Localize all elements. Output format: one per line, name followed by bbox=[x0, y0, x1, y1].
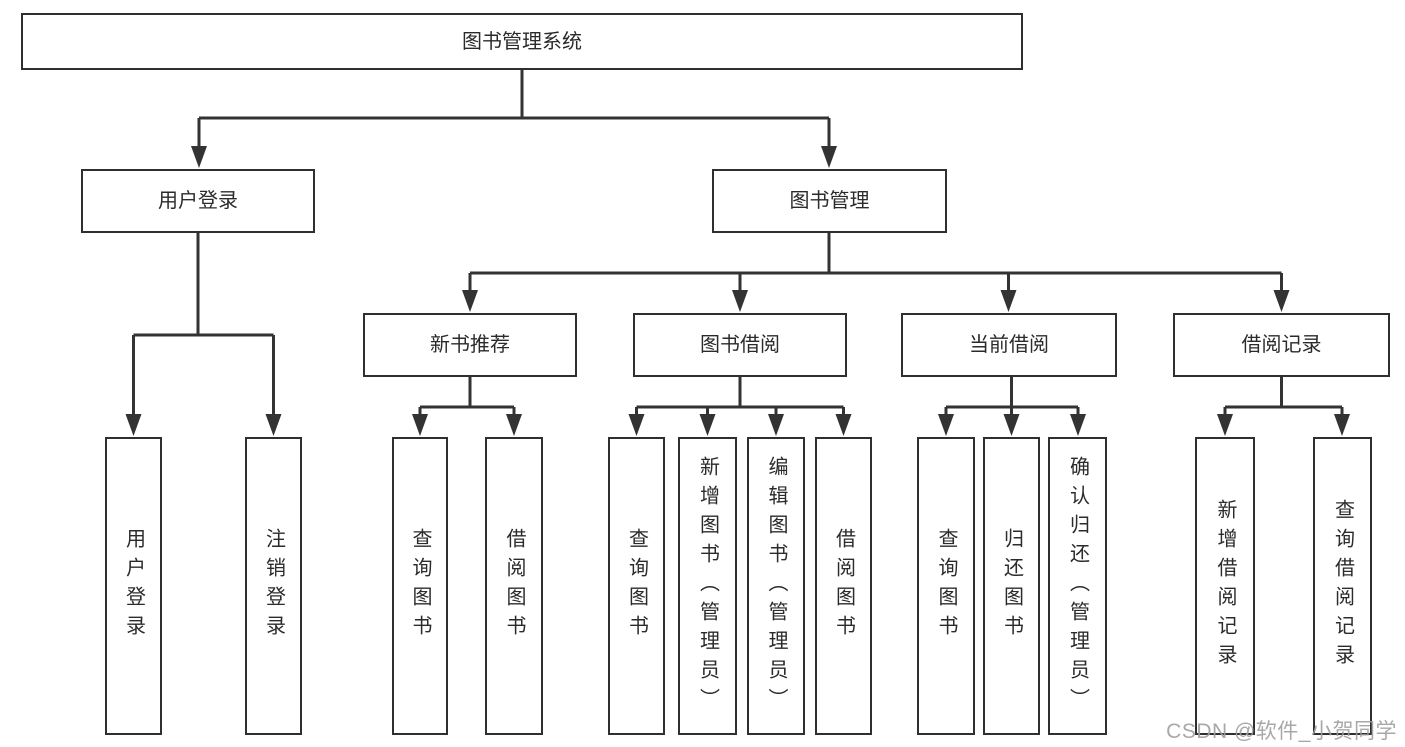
leaf-add-borrow-record: 新增借阅记录 bbox=[1195, 437, 1255, 735]
leaf-user-login: 用户登录 bbox=[105, 437, 162, 735]
leaf-borrow-books-recommend: 借阅图书 bbox=[485, 437, 543, 735]
leaf-query-books-current: 查询图书 bbox=[917, 437, 975, 735]
leaf-confirm-return-admin: 确认归还（管理员） bbox=[1048, 437, 1107, 735]
leaf-query-books-borrowing: 查询图书 bbox=[608, 437, 665, 735]
node-current-borrowing: 当前借阅 bbox=[901, 313, 1117, 377]
leaf-query-borrow-record: 查询借阅记录 bbox=[1313, 437, 1372, 735]
node-new-book-recommendation: 新书推荐 bbox=[363, 313, 577, 377]
node-library-management-system: 图书管理系统 bbox=[21, 13, 1023, 70]
node-book-borrowing: 图书借阅 bbox=[633, 313, 847, 377]
leaf-borrow-books-borrowing: 借阅图书 bbox=[815, 437, 872, 735]
node-user-login: 用户登录 bbox=[81, 169, 315, 233]
leaf-return-books: 归还图书 bbox=[983, 437, 1040, 735]
leaf-logout: 注销登录 bbox=[245, 437, 302, 735]
leaf-query-books-recommend: 查询图书 bbox=[392, 437, 448, 735]
leaf-edit-book-admin: 编辑图书（管理员） bbox=[747, 437, 805, 735]
leaf-add-book-admin: 新增图书（管理员） bbox=[678, 437, 737, 735]
csdn-watermark: CSDN @软件_小贺同学 bbox=[1166, 720, 1397, 743]
node-borrowing-records: 借阅记录 bbox=[1173, 313, 1390, 377]
node-book-management: 图书管理 bbox=[712, 169, 947, 233]
